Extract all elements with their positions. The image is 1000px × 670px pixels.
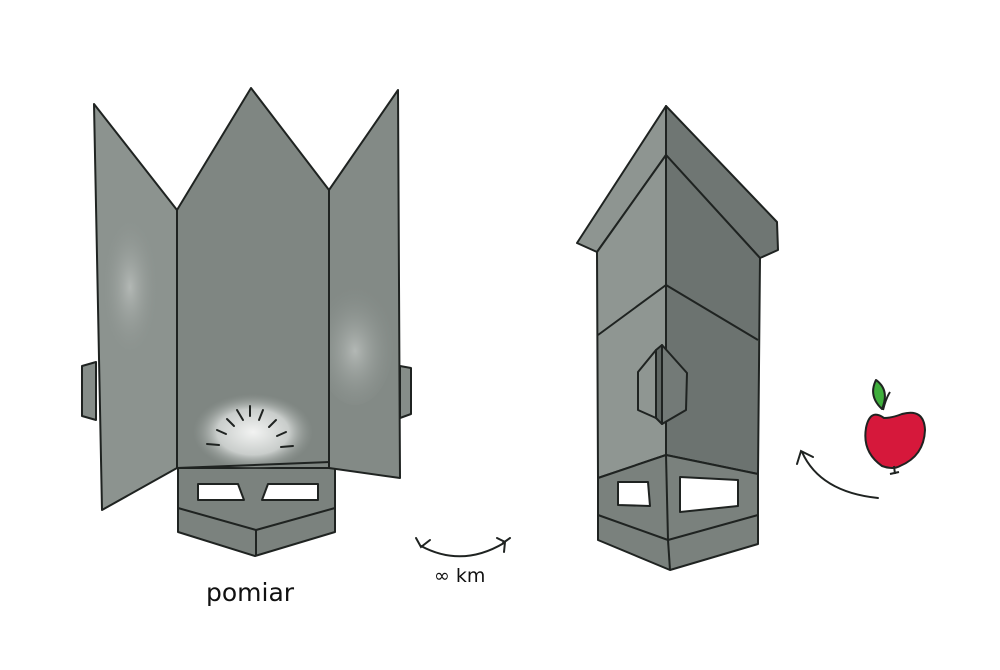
distance-label: ∞ km <box>434 565 486 587</box>
left-side-tab <box>81 361 97 421</box>
apple-body <box>864 411 926 469</box>
closed-window-right <box>679 476 739 513</box>
center-panel <box>176 87 330 469</box>
base-window-left <box>197 483 245 501</box>
right-side-tab <box>399 365 412 419</box>
apple-icon <box>864 379 926 475</box>
roof-right <box>665 105 779 259</box>
apple-stem <box>882 391 891 411</box>
light-rays <box>206 405 294 448</box>
closed-window-left <box>617 481 651 507</box>
base-window-right <box>261 483 319 501</box>
right-wing-panel <box>328 89 401 479</box>
rotation-arrow <box>415 537 511 558</box>
measurement-label: pomiar <box>206 578 295 607</box>
closed-folded-device <box>576 105 779 571</box>
apple-leaf <box>872 379 886 410</box>
closed-device-base <box>597 454 759 571</box>
open-folded-device <box>81 87 412 557</box>
approach-arrow <box>796 449 879 499</box>
